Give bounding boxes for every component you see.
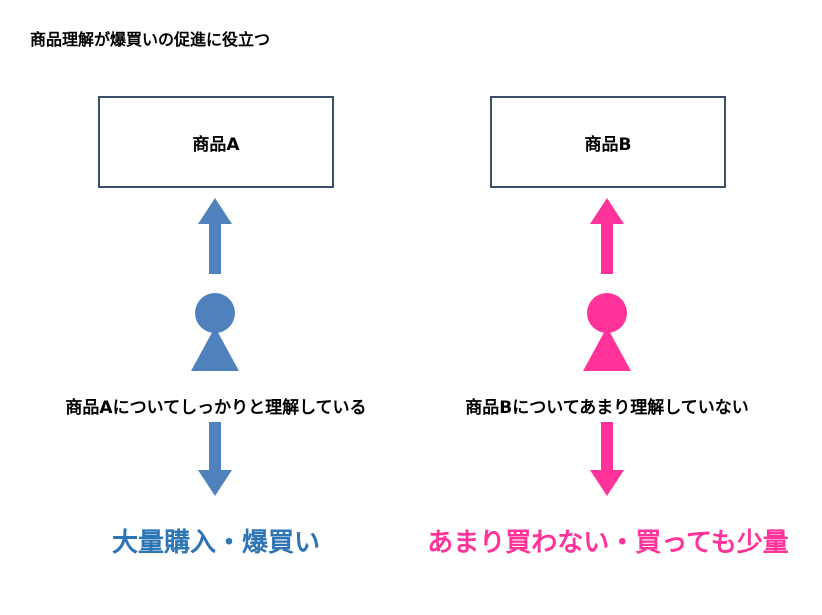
product-a-result: 大量購入・爆買い bbox=[111, 528, 320, 558]
product-a-box: 商品A bbox=[98, 96, 334, 188]
arrow-up-icon bbox=[588, 196, 626, 276]
product-b-result: あまり買わない・買っても少量 bbox=[427, 528, 789, 558]
product-a-label: 商品A bbox=[192, 134, 240, 155]
page-title: 商品理解が爆買いの促進に役立つ bbox=[30, 30, 271, 49]
arrow-down-icon bbox=[196, 420, 234, 498]
product-b-label: 商品B bbox=[584, 134, 632, 155]
product-b-caption: 商品Bについてあまり理解していない bbox=[465, 398, 749, 418]
person-b-icon bbox=[577, 292, 637, 372]
arrow-down-icon bbox=[588, 420, 626, 498]
product-b-box: 商品B bbox=[490, 96, 726, 188]
arrow-up-icon bbox=[196, 196, 234, 276]
person-a-icon bbox=[185, 292, 245, 372]
product-a-caption: 商品Aについてしっかりと理解している bbox=[65, 398, 367, 418]
